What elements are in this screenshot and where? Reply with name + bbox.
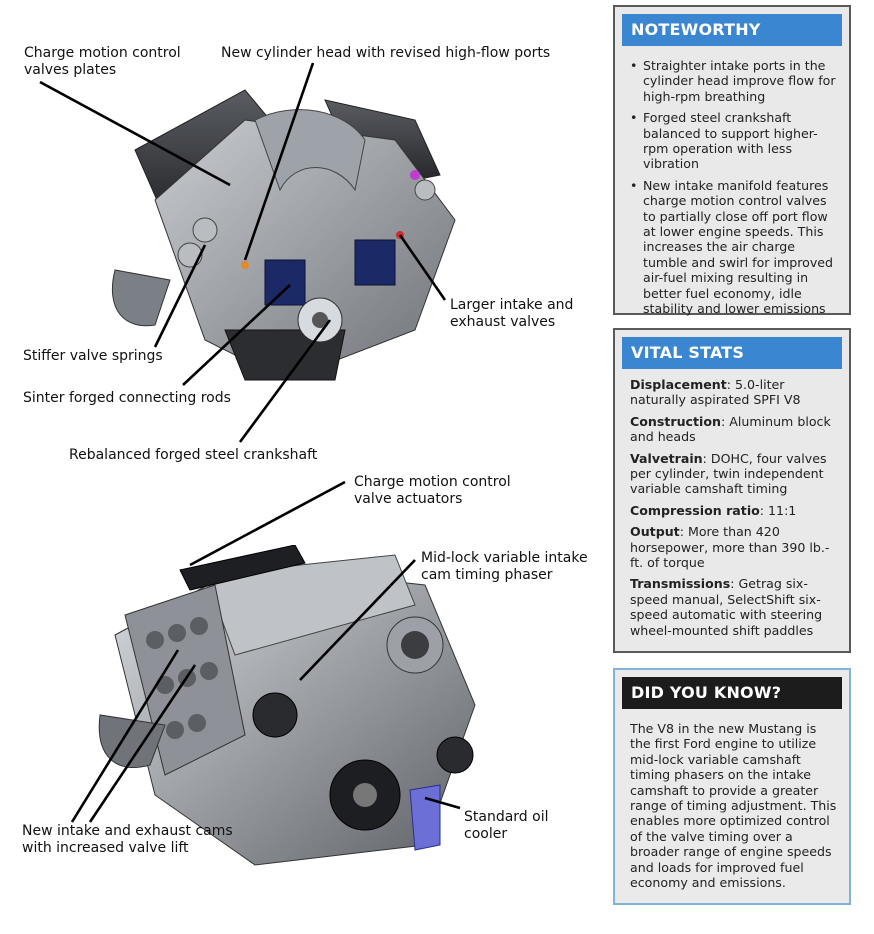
noteworthy-title: NOTEWORTHY (622, 14, 842, 46)
callout-oil-cooler: Standard oil cooler (464, 809, 549, 842)
stat-valvetrain: Valvetrain: DOHC, four valves per cylind… (630, 450, 827, 497)
callout-valve-springs: Stiffer valve springs (23, 348, 163, 364)
vital-stats-panel: VITAL STATS Displacement: 5.0-liter natu… (613, 328, 851, 653)
noteworthy-list: Straighter intake ports in the cylinder … (627, 58, 839, 317)
stat-displacement: Displacement: 5.0-liter naturally aspira… (630, 377, 801, 408)
noteworthy-item: New intake manifold features charge moti… (627, 178, 839, 317)
stat-construction: Construction: Aluminum block and heads (630, 413, 831, 445)
stat-transmissions: Transmissions: Getrag six-speed manual, … (630, 576, 823, 638)
did-you-know-title: DID YOU KNOW? (622, 677, 842, 709)
callout-crankshaft: Rebalanced forged steel crankshaft (69, 447, 318, 463)
noteworthy-item: Straighter intake ports in the cylinder … (627, 58, 839, 104)
did-you-know-panel: DID YOU KNOW? The V8 in the new Mustang … (613, 668, 851, 905)
callout-phaser: Mid-lock variable intake cam timing phas… (421, 550, 588, 583)
vital-stats-list: Displacement: 5.0-liter naturally aspira… (630, 377, 839, 638)
noteworthy-panel: NOTEWORTHY Straighter intake ports in th… (613, 5, 851, 317)
callout-cams: New intake and exhaust cams with increas… (22, 823, 233, 856)
callout-charge-motion-plates: Charge motion control valves plates (24, 45, 181, 78)
vital-stats-title: VITAL STATS (622, 337, 842, 369)
stat-compression: Compression ratio: 11:1 (630, 502, 797, 518)
noteworthy-item: Forged steel crankshaft balanced to supp… (627, 110, 839, 172)
callout-cylinder-head: New cylinder head with revised high-flow… (221, 45, 551, 61)
callout-cmcv-actuators: Charge motion control valve actuators (354, 474, 511, 507)
stat-output: Output: More than 420 horsepower, more t… (630, 524, 830, 571)
did-you-know-text: The V8 in the new Mustang is the first F… (630, 721, 837, 891)
callout-connecting-rods: Sinter forged connecting rods (23, 390, 231, 406)
callout-valves: Larger intake and exhaust valves (450, 297, 574, 330)
